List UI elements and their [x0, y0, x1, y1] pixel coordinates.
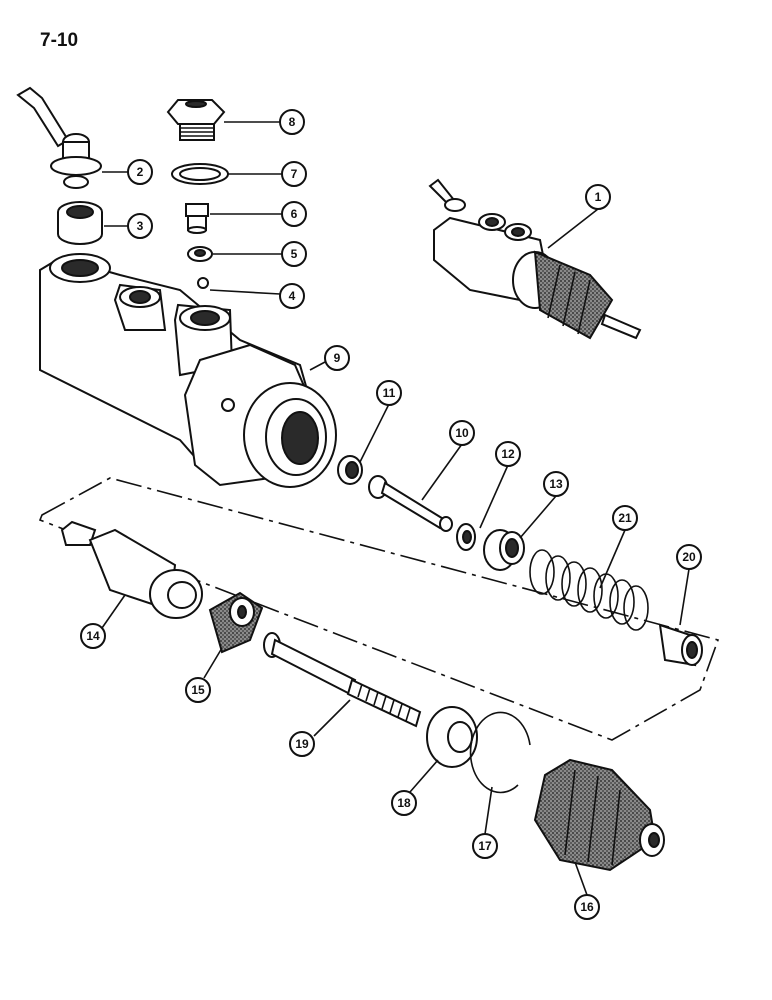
part-9-cylinder-housing: [39, 253, 337, 488]
part-20-sleeve: [658, 623, 703, 667]
callout-1-label: 1: [595, 190, 602, 204]
page-number: 7-10: [40, 30, 79, 51]
part-2-bleed-valve: [16, 86, 102, 189]
callout-4: 4: [279, 283, 305, 309]
callout-8-label: 8: [289, 115, 296, 129]
part-7-washer-hole: [179, 167, 221, 181]
callout-10-label: 10: [455, 426, 469, 440]
callout-14-label: 14: [86, 629, 100, 643]
part-3-bushing: [57, 201, 103, 245]
callout-10: 10: [449, 420, 475, 446]
callout-14: 14: [80, 623, 106, 649]
part-15-seal: [208, 591, 264, 654]
callout-17-label: 17: [478, 839, 492, 853]
callout-4-label: 4: [289, 289, 296, 303]
callout-6-label: 6: [291, 207, 298, 221]
part-21-spring: [529, 549, 649, 631]
part-13-spring-retainer: [483, 529, 525, 571]
callout-19: 19: [289, 731, 315, 757]
callout-12-label: 12: [501, 447, 515, 461]
callout-9: 9: [324, 345, 350, 371]
callout-1: 1: [585, 184, 611, 210]
callout-21: 21: [612, 505, 638, 531]
callout-15-label: 15: [191, 683, 205, 697]
callout-7-label: 7: [291, 167, 298, 181]
callout-12: 12: [495, 441, 521, 467]
callout-9-label: 9: [334, 351, 341, 365]
part-16-boot: [533, 758, 665, 872]
callout-15: 15: [185, 677, 211, 703]
callout-7: 7: [281, 161, 307, 187]
part-17-snap-ring: [469, 711, 531, 794]
callout-11: 11: [376, 380, 402, 406]
callout-11-label: 11: [383, 386, 396, 400]
part-19-push-rod: [263, 632, 422, 728]
part-5-seal-hole: [194, 249, 206, 257]
callout-13-label: 13: [549, 477, 563, 491]
part-8-plug: [166, 99, 226, 141]
callout-5: 5: [281, 241, 307, 267]
part-12-shim-hole: [462, 530, 472, 544]
part-18-washer-hole: [447, 721, 473, 753]
callout-5-label: 5: [291, 247, 298, 261]
part-10-valve-stem: [368, 475, 453, 532]
callout-19-label: 19: [295, 737, 309, 751]
callout-3: 3: [127, 213, 153, 239]
callout-13: 13: [543, 471, 569, 497]
leader-lines: [101, 121, 690, 896]
callout-18: 18: [391, 790, 417, 816]
callout-2-label: 2: [137, 165, 144, 179]
callout-8: 8: [279, 109, 305, 135]
callout-17: 17: [472, 833, 498, 859]
callout-3-label: 3: [137, 219, 144, 233]
callout-18-label: 18: [397, 796, 411, 810]
callout-6: 6: [281, 201, 307, 227]
kit-group-outline: [38, 477, 720, 741]
part-6-valve-body: [185, 203, 209, 234]
part-1-assembly: [428, 178, 642, 340]
part-11-cup-seal-hole: [345, 461, 359, 479]
callout-20: 20: [676, 544, 702, 570]
callout-20-label: 20: [682, 550, 696, 564]
part-4-ball: [197, 277, 209, 289]
callout-16: 16: [574, 894, 600, 920]
callout-2: 2: [127, 159, 153, 185]
part-14-piston: [60, 520, 203, 619]
callout-16-label: 16: [580, 900, 594, 914]
callout-21-label: 21: [618, 511, 632, 525]
